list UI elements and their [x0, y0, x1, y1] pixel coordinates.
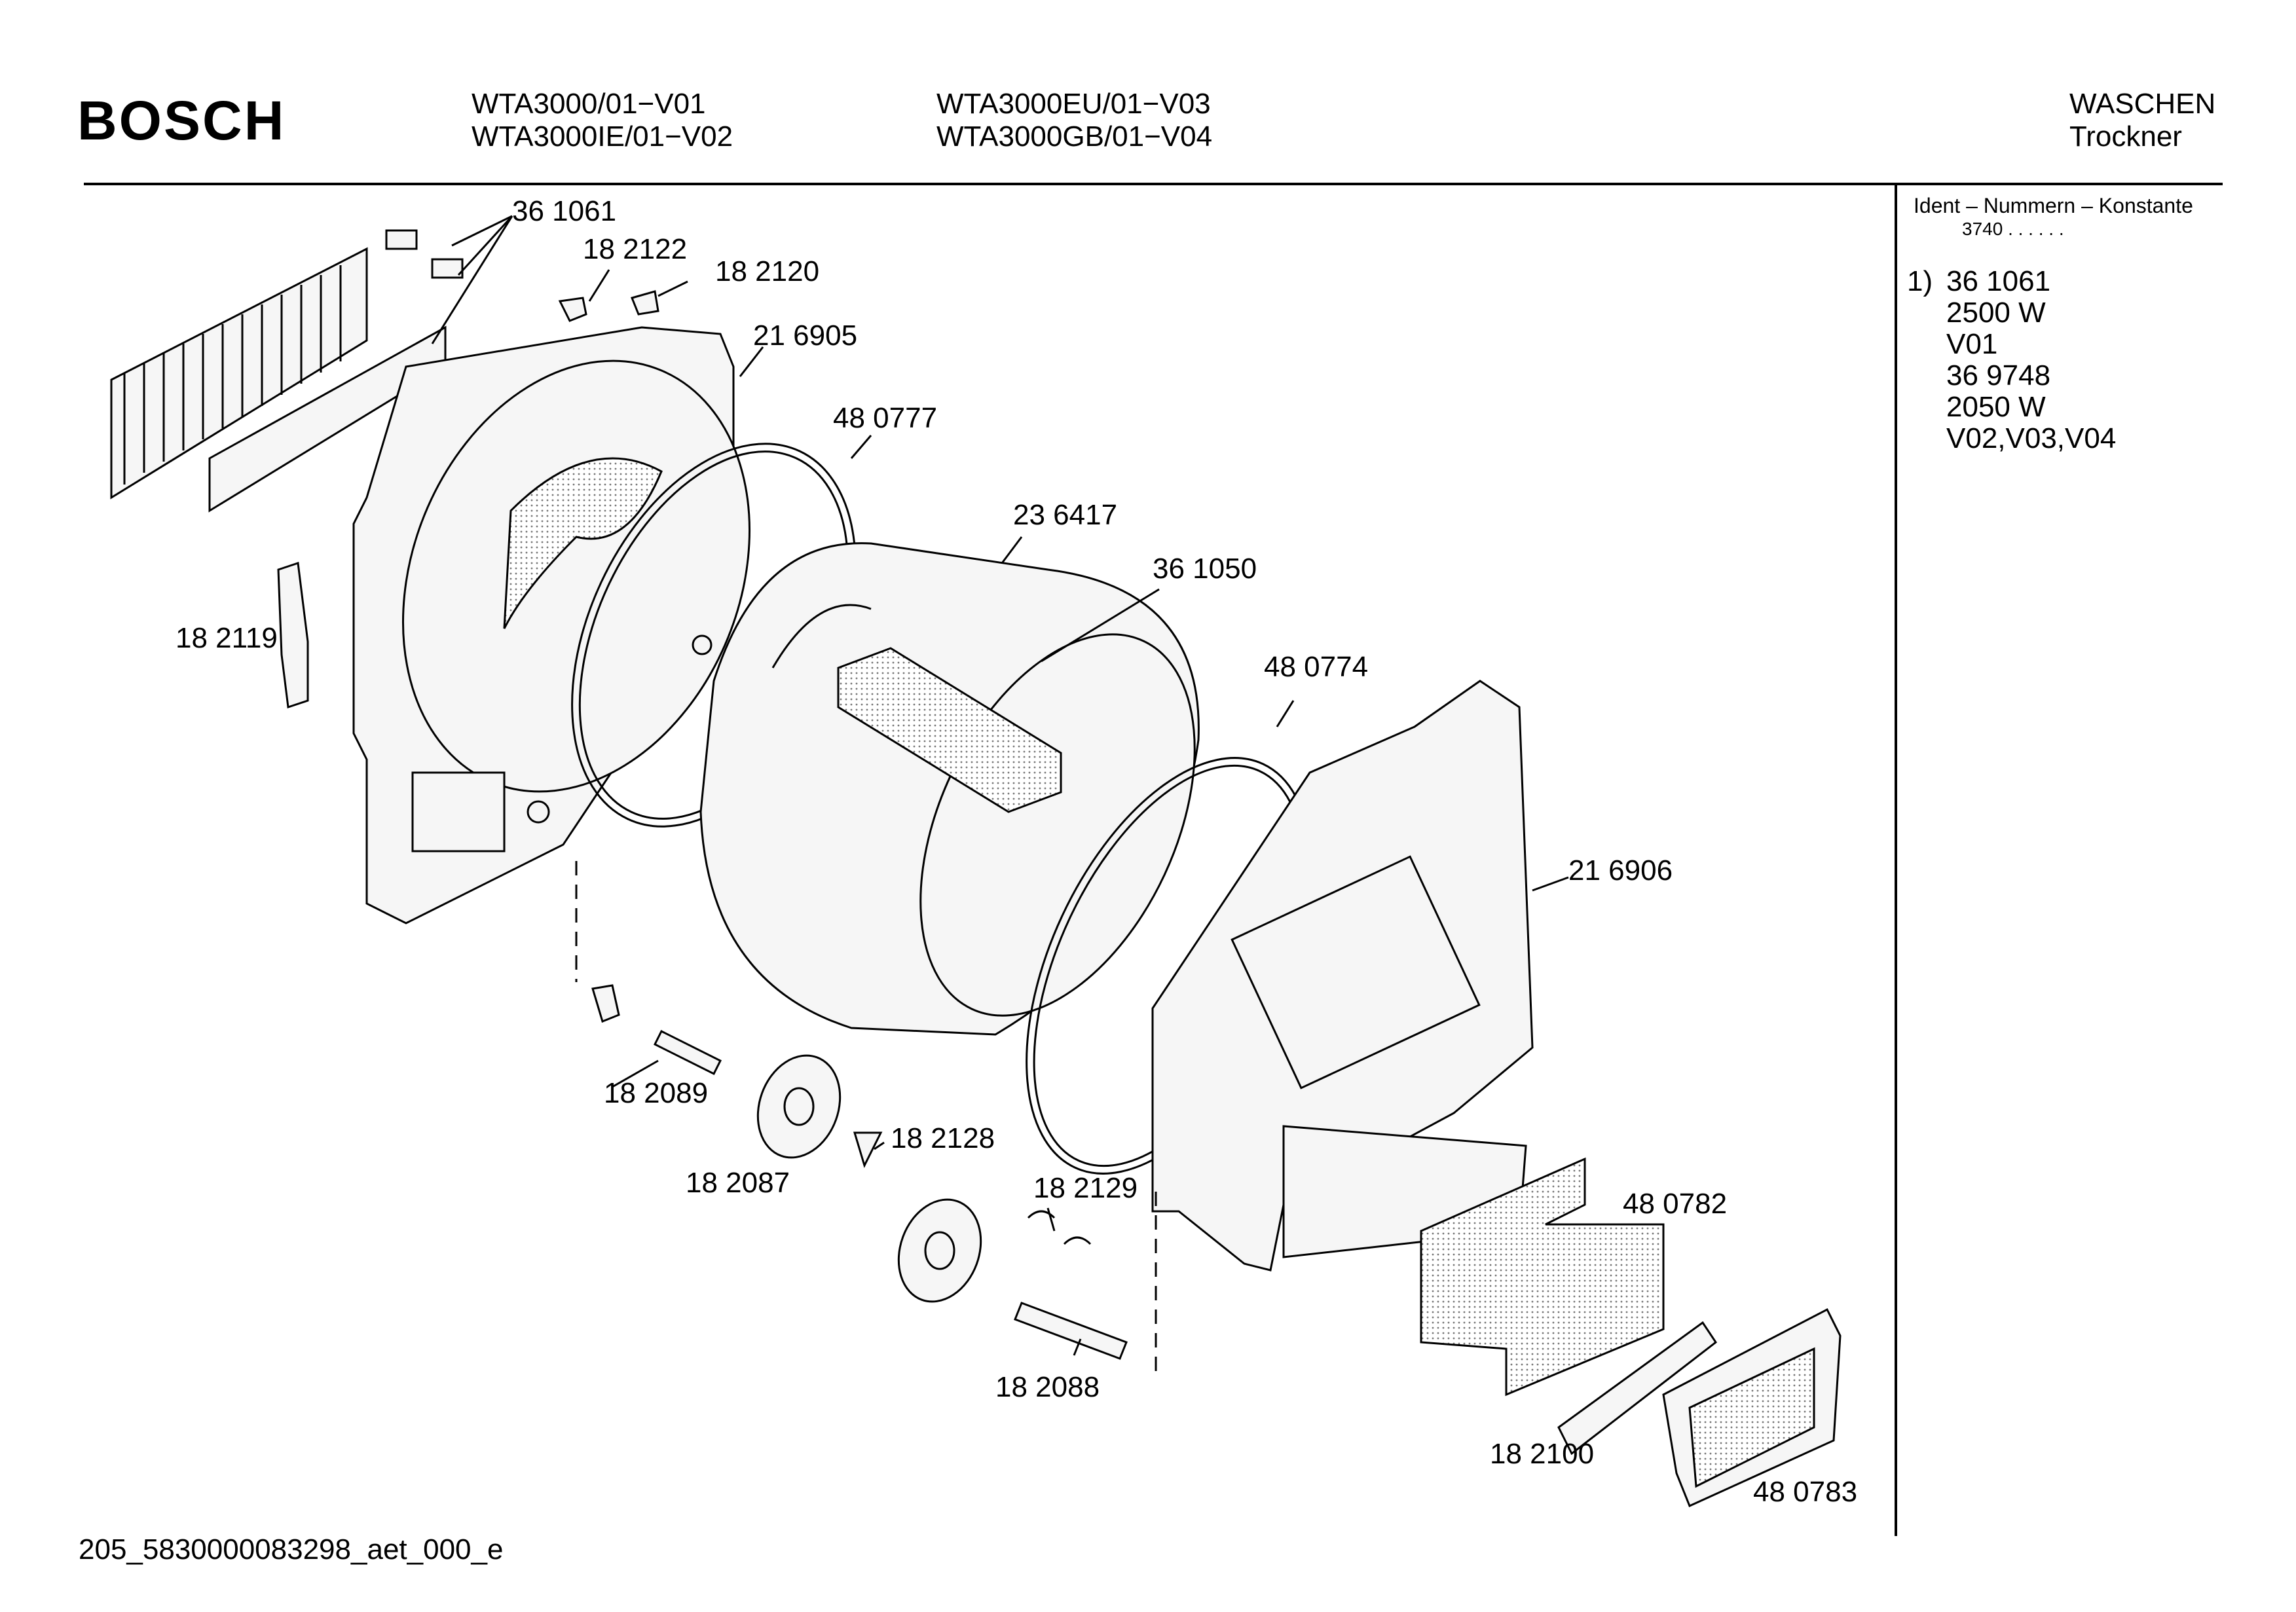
- model-number: WTA3000GB/01−V04: [936, 120, 1213, 153]
- clip-drawing: [630, 290, 659, 316]
- clip-drawing: [853, 1131, 883, 1169]
- clip-drawing: [1027, 1210, 1092, 1245]
- part-label: 18 2129: [1033, 1172, 1138, 1204]
- part-label: 18 2128: [891, 1122, 995, 1154]
- filter-strip-drawing: [1557, 1321, 1718, 1456]
- part-label: 23 6417: [1013, 499, 1118, 531]
- sidebar-title: Ident – Nummern – Konstante: [1914, 194, 2193, 217]
- model-number: WTA3000EU/01−V03: [936, 88, 1211, 120]
- part-label: 48 0777: [833, 402, 938, 434]
- filter-mesh-drawing: [1420, 1157, 1665, 1397]
- part-label: 18 2100: [1490, 1438, 1595, 1470]
- front-panel-drawing: [1151, 680, 1534, 1272]
- sidebar-divider: [1895, 185, 1897, 1536]
- note-line: 2050 W: [1946, 391, 2046, 423]
- sidebar-constant: 3740 . . . . . .: [1962, 219, 2064, 239]
- brand-logo: BOSCH: [77, 90, 286, 151]
- drum-drawing: [699, 542, 1200, 1036]
- category-sub: Trockner: [2069, 120, 2182, 153]
- part-label: 21 6905: [753, 320, 858, 352]
- lint-filter-drawing: [1662, 1308, 1842, 1508]
- model-number: WTA3000IE/01−V02: [472, 120, 733, 153]
- leader-lines: [431, 215, 1569, 1356]
- part-label: 21 6906: [1568, 854, 1673, 887]
- part-label: 36 1061: [512, 195, 617, 227]
- part-label: 48 0774: [1264, 651, 1369, 683]
- part-label: 18 2122: [583, 233, 688, 265]
- part-label: 18 2089: [604, 1077, 709, 1109]
- model-list-2: WTA3000EU/01−V03 WTA3000GB/01−V04: [936, 88, 1212, 153]
- note-line: 2500 W: [1946, 297, 2046, 329]
- note-marker: 1): [1907, 265, 1933, 297]
- part-label: 36 1050: [1153, 553, 1257, 585]
- clip-drawing: [558, 297, 587, 322]
- part-label: 48 0783: [1753, 1476, 1858, 1508]
- category-block: WASCHEN Trockner: [2069, 88, 2215, 153]
- note-line: 36 9748: [1946, 359, 2051, 392]
- part-label: 18 2088: [995, 1371, 1100, 1403]
- model-number: WTA3000/01−V01: [472, 88, 706, 120]
- part-label: 18 2087: [686, 1167, 790, 1199]
- note-list: 36 1061 2500 W V01 36 9748 2050 W V02,V0…: [1946, 266, 2116, 454]
- category-main: WASCHEN: [2069, 88, 2216, 120]
- model-list-1: WTA3000/01−V01 WTA3000IE/01−V02: [472, 88, 733, 153]
- note-line: 36 1061: [1946, 265, 2051, 297]
- header-divider: [84, 183, 2223, 185]
- note-line: V02,V03,V04: [1946, 422, 2117, 454]
- rear-panel-drawing: [352, 326, 750, 925]
- part-label: 48 0782: [1623, 1188, 1728, 1220]
- footer-code: 205_5830000083298_aet_000_e: [79, 1533, 504, 1566]
- part-label: 18 2119: [176, 622, 278, 654]
- part-label: 18 2120: [715, 255, 820, 287]
- roller-drawing: [756, 1054, 982, 1303]
- axle-drawing: [653, 1029, 1128, 1360]
- clip-drawing: [591, 984, 620, 1023]
- bracket-drawing: [277, 561, 309, 709]
- note-line: V01: [1946, 328, 1998, 360]
